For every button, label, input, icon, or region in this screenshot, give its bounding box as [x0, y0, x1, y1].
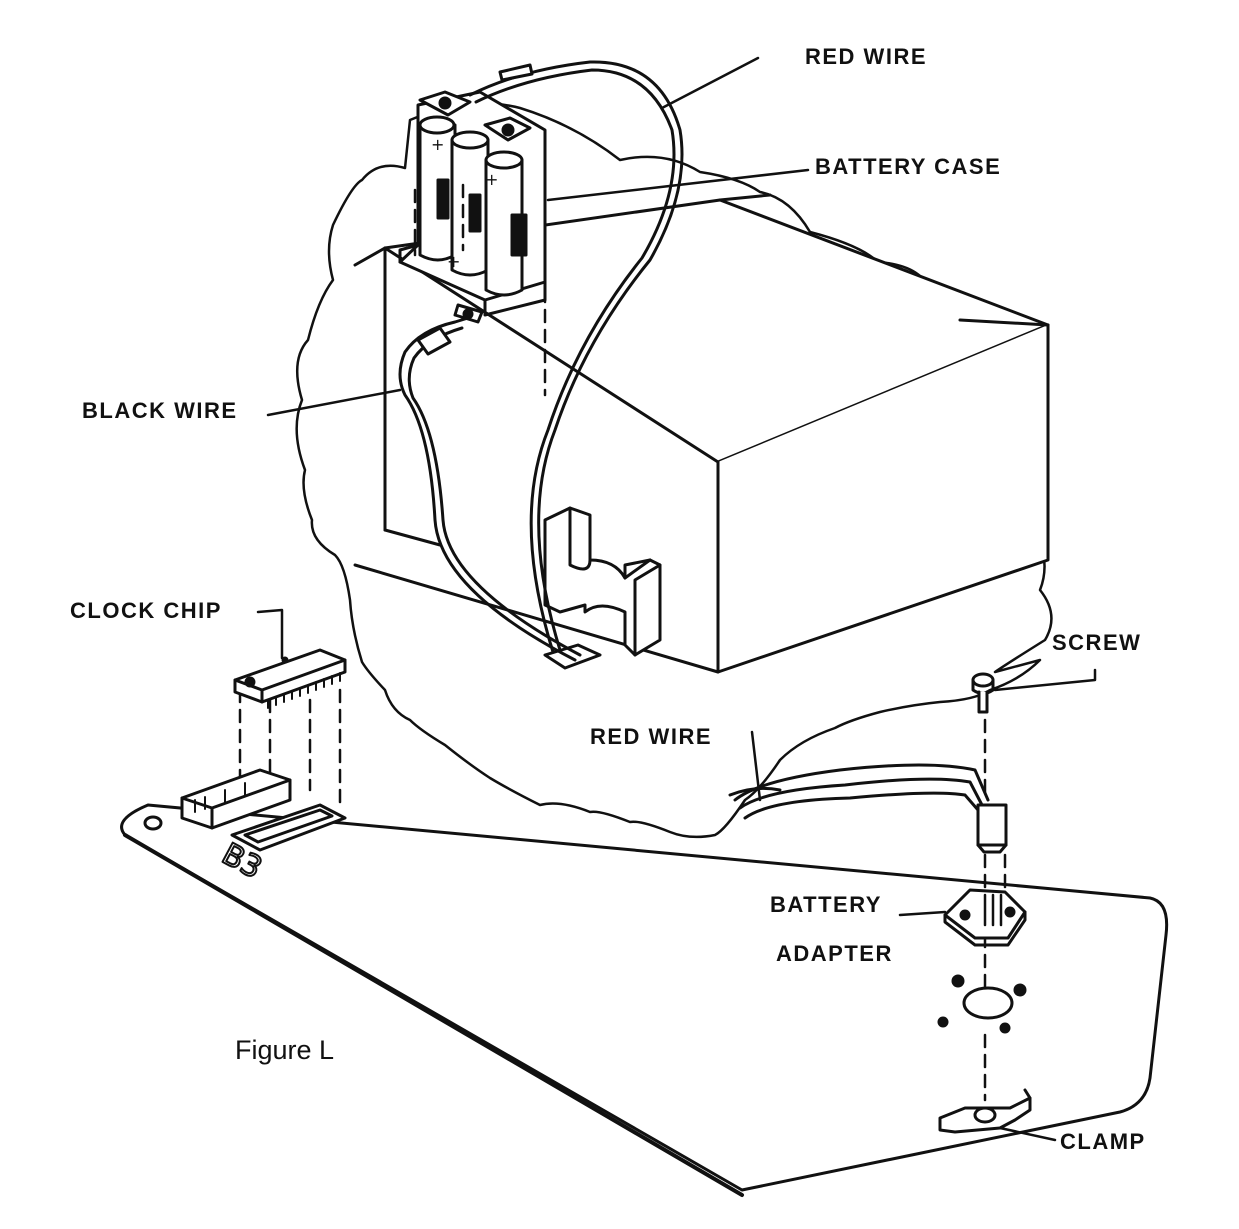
- battery-cells: [418, 115, 528, 297]
- alignment-lines: [238, 183, 1007, 1102]
- figure-caption: Figure L: [235, 1035, 335, 1065]
- battery-adapter: [943, 888, 1027, 947]
- label-clock-chip: CLOCK CHIP: [70, 598, 222, 623]
- label-screw: SCREW: [1052, 630, 1142, 655]
- red-wire-path: [468, 60, 684, 652]
- circuit-board: [120, 803, 1169, 1197]
- label-battery-adapter-line2: ADAPTER: [776, 941, 893, 966]
- svg-text:+: +: [485, 170, 498, 189]
- svg-text:+: +: [431, 135, 444, 154]
- mounting-hole: [143, 815, 163, 831]
- svg-text:+: +: [447, 252, 460, 271]
- board-hole: [962, 986, 1014, 1020]
- u-bracket: [543, 506, 662, 657]
- clamp: [938, 1088, 1032, 1134]
- wires: [398, 60, 1008, 854]
- clock-chip-socket: [180, 768, 347, 852]
- battery-case: + + +: [398, 90, 547, 324]
- label-battery-case: BATTERY CASE: [815, 154, 1002, 179]
- label-battery-adapter-line1: BATTERY: [770, 892, 882, 917]
- label-black-wire: BLACK WIRE: [82, 398, 238, 423]
- housing: [353, 193, 1050, 674]
- label-red-wire-bottom: RED WIRE: [590, 724, 712, 749]
- screw: [971, 672, 995, 714]
- label-clamp: CLAMP: [1060, 1129, 1146, 1154]
- black-wire-path: [398, 316, 577, 662]
- clock-chip: [233, 648, 347, 709]
- leader-lines: [256, 56, 1097, 1142]
- label-red-wire-top: RED WIRE: [805, 44, 927, 69]
